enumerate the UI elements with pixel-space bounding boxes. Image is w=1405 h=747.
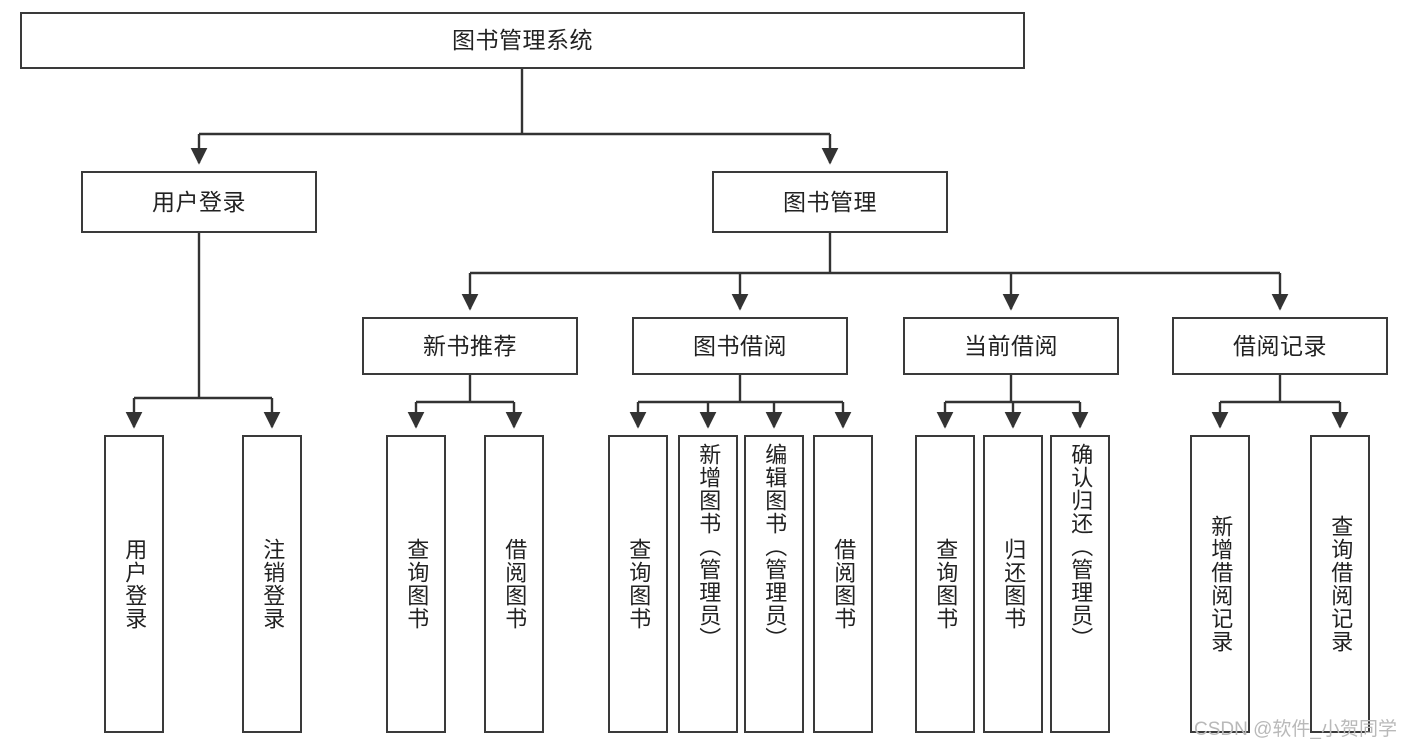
node-leaf-logout-login-label: 注销登录 — [260, 538, 286, 630]
node-book-manage-label: 图书管理 — [783, 188, 877, 215]
watermark-text: CSDN @软件_小贺同学 — [1194, 719, 1397, 740]
node-leaf-borrow-book-2[interactable]: 借阅图书 — [813, 435, 873, 733]
node-leaf-add-record-label: 新增借阅记录 — [1208, 515, 1234, 653]
node-leaf-confirm-return[interactable]: 确认归还（管理员） — [1050, 435, 1110, 733]
node-leaf-query-book-2[interactable]: 查询图书 — [608, 435, 668, 733]
node-borrow-record[interactable]: 借阅记录 — [1172, 317, 1388, 375]
node-leaf-query-book-1-label: 查询图书 — [404, 538, 430, 630]
node-leaf-add-book[interactable]: 新增图书（管理员） — [678, 435, 738, 733]
node-current-borrow[interactable]: 当前借阅 — [903, 317, 1119, 375]
node-root[interactable]: 图书管理系统 — [20, 12, 1025, 69]
node-leaf-borrow-book-1-label: 借阅图书 — [502, 538, 528, 630]
node-book-manage[interactable]: 图书管理 — [712, 171, 948, 233]
node-leaf-edit-book[interactable]: 编辑图书（管理员） — [744, 435, 804, 733]
node-leaf-user-login-label: 用户登录 — [122, 538, 148, 630]
node-leaf-borrow-book-2-label: 借阅图书 — [831, 538, 857, 630]
node-leaf-query-book-2-label: 查询图书 — [626, 538, 652, 630]
node-user-login[interactable]: 用户登录 — [81, 171, 317, 233]
node-leaf-return-book[interactable]: 归还图书 — [983, 435, 1043, 733]
node-leaf-query-book-1[interactable]: 查询图书 — [386, 435, 446, 733]
node-leaf-user-login[interactable]: 用户登录 — [104, 435, 164, 733]
node-leaf-confirm-return-label: 确认归还（管理员） — [1068, 443, 1094, 650]
node-leaf-query-record-label: 查询借阅记录 — [1328, 515, 1354, 653]
node-leaf-add-book-label: 新增图书（管理员） — [696, 443, 722, 650]
node-leaf-add-record[interactable]: 新增借阅记录 — [1190, 435, 1250, 733]
node-leaf-query-record[interactable]: 查询借阅记录 — [1310, 435, 1370, 733]
node-borrow-record-label: 借阅记录 — [1233, 332, 1327, 359]
node-leaf-borrow-book-1[interactable]: 借阅图书 — [484, 435, 544, 733]
node-root-label: 图书管理系统 — [452, 27, 593, 54]
node-new-book-recommend-label: 新书推荐 — [423, 332, 517, 359]
node-book-borrow[interactable]: 图书借阅 — [632, 317, 848, 375]
node-new-book-recommend[interactable]: 新书推荐 — [362, 317, 578, 375]
node-leaf-logout-login[interactable]: 注销登录 — [242, 435, 302, 733]
node-leaf-return-book-label: 归还图书 — [1001, 538, 1027, 630]
node-leaf-query-book-3[interactable]: 查询图书 — [915, 435, 975, 733]
node-book-borrow-label: 图书借阅 — [693, 332, 787, 359]
node-user-login-label: 用户登录 — [152, 188, 246, 215]
node-current-borrow-label: 当前借阅 — [964, 332, 1058, 359]
node-leaf-edit-book-label: 编辑图书（管理员） — [762, 443, 788, 650]
node-leaf-query-book-3-label: 查询图书 — [933, 538, 959, 630]
